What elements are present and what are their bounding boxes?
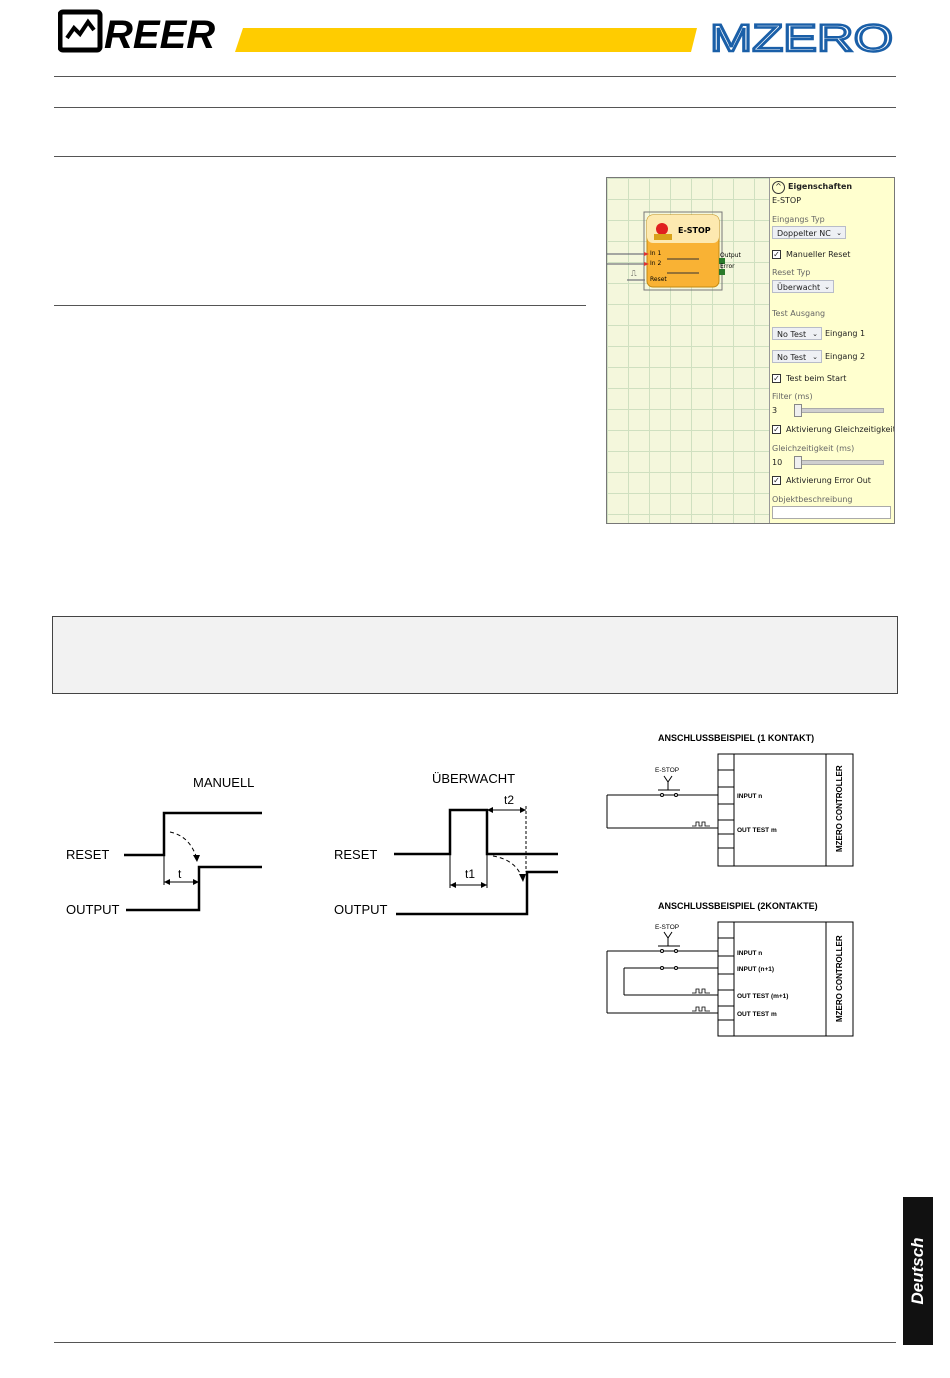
section-rule-top xyxy=(54,107,896,108)
chevron-down-icon: ⌄ xyxy=(812,353,818,361)
reset-type-select[interactable]: Überwacht ⌄ xyxy=(772,280,834,293)
estop-input-reset: Reset xyxy=(650,276,667,283)
wiring-2-out-test-1: OUT TEST (m+1) xyxy=(737,993,788,1000)
svg-text:⎍: ⎍ xyxy=(631,269,637,278)
test-output-label: Test Ausgang xyxy=(772,309,826,318)
manual-reset-signal xyxy=(124,811,262,857)
simultaneity-checkbox[interactable]: ✓ xyxy=(772,425,781,434)
simultaneity-slider-track[interactable] xyxy=(796,460,884,465)
monitored-t1-label: t1 xyxy=(465,867,475,881)
language-tab: Deutsch xyxy=(903,1197,933,1345)
reer-logo: REER xyxy=(58,9,215,54)
wiring-1-switch: E-STOP xyxy=(655,767,679,774)
note-box xyxy=(52,616,898,694)
header-rule xyxy=(54,76,896,77)
timing-diagram-manual: MANUELL RESET OUTPUT t xyxy=(66,775,262,917)
wiring-1-input: INPUT n xyxy=(737,793,762,800)
filter-value: 3 xyxy=(772,406,778,415)
wiring-1-out-test: OUT TEST m xyxy=(737,827,777,834)
manual-output-label: OUTPUT xyxy=(66,902,120,917)
estop-properties-screenshot: ⎍ E-STOP In 1 In 2 Reset Output Error ^ … xyxy=(606,177,895,524)
logic-canvas: ⎍ E-STOP In 1 In 2 Reset Output Error xyxy=(607,178,769,523)
filter-slider-thumb[interactable] xyxy=(794,404,802,417)
monitored-output-label: OUTPUT xyxy=(334,902,388,917)
wiring-1-controller: MZERO CONTROLLER xyxy=(835,765,844,852)
input-type-select[interactable]: Doppelter NC ⌄ xyxy=(772,226,846,239)
estop-output: Output xyxy=(720,252,741,259)
test-start-checkbox[interactable]: ✓ xyxy=(772,374,781,383)
reset-type-value: Überwacht xyxy=(777,283,821,292)
estop-error: Error xyxy=(720,263,735,270)
wiring-2-title: ANSCHLUSSBEISPIEL (2KONTAKTE) xyxy=(658,901,818,911)
manual-output-signal xyxy=(126,865,262,912)
monitored-t2-label: t2 xyxy=(504,793,514,807)
wiring-example-1: ANSCHLUSSBEISPIEL (1 KONTAKT) INPUT n OU… xyxy=(606,733,854,867)
subsection-rule xyxy=(54,305,586,306)
monitored-reset-label: RESET xyxy=(334,847,377,862)
simultaneity-enable-label: Aktivierung Gleichzeitigkeit xyxy=(786,425,895,434)
svg-text:MZERO: MZERO xyxy=(710,20,893,54)
properties-header: Eigenschaften xyxy=(788,182,853,191)
header-yellow-bar xyxy=(235,28,697,52)
test-output-1-label: Eingang 1 xyxy=(825,329,866,338)
wiring-2-input-2: INPUT (n+1) xyxy=(737,966,774,973)
description-input[interactable] xyxy=(772,506,891,519)
monitored-output-signal xyxy=(396,870,558,916)
test-output-1-select[interactable]: No Test ⌄ xyxy=(772,327,822,340)
manual-reset-label: Manueller Reset xyxy=(786,250,851,259)
object-name: E-STOP xyxy=(772,196,802,205)
monitored-reset-signal xyxy=(394,808,558,856)
properties-panel: ^ Eigenschaften E-STOP Eingangs Typ Dopp… xyxy=(769,178,895,523)
controller-box-1 xyxy=(717,753,854,867)
controller-box-2 xyxy=(717,921,854,1037)
language-tab-label: Deutsch xyxy=(908,1237,927,1305)
section-rule-bottom xyxy=(54,156,896,157)
test-start-label: Test beim Start xyxy=(786,374,847,383)
svg-text:REER: REER xyxy=(104,13,215,54)
test-output-1-value: No Test xyxy=(777,330,807,339)
timing-diagram-monitored: ÜBERWACHT RESET OUTPUT t1 t2 xyxy=(334,771,558,917)
collapse-icon[interactable]: ^ xyxy=(772,181,785,194)
estop-block-title: E-STOP xyxy=(678,226,711,235)
input-type-label: Eingangs Typ xyxy=(772,215,825,224)
manual-reset-checkbox[interactable]: ✓ xyxy=(772,250,781,259)
reset-type-label: Reset Typ xyxy=(772,268,811,277)
chevron-down-icon: ⌄ xyxy=(836,229,842,237)
test-output-2-label: Eingang 2 xyxy=(825,352,866,361)
error-out-checkbox[interactable]: ✓ xyxy=(772,476,781,485)
description-label: Objektbeschreibung xyxy=(772,495,853,504)
manual-reset-label: RESET xyxy=(66,847,109,862)
mzero-logo: MZERO xyxy=(710,20,894,54)
manual-t-label: t xyxy=(178,867,182,881)
wiring-example-2: ANSCHLUSSBEISPIEL (2KONTAKTE) INPUT n IN… xyxy=(606,901,854,1037)
estop-input-1: In 1 xyxy=(650,250,662,257)
filter-label: Filter (ms) xyxy=(772,392,813,401)
error-out-label: Aktivierung Error Out xyxy=(786,476,871,485)
filter-slider-track[interactable] xyxy=(796,408,884,413)
chevron-down-icon: ⌄ xyxy=(812,330,818,338)
simultaneity-value: 10 xyxy=(772,458,783,467)
simultaneity-label: Gleichzeitigkeit (ms) xyxy=(772,444,855,453)
wiring-1-title: ANSCHLUSSBEISPIEL (1 KONTAKT) xyxy=(658,733,814,743)
wiring-2-switch: E-STOP xyxy=(655,924,679,931)
footer-rule xyxy=(54,1342,896,1343)
manual-title: MANUELL xyxy=(193,775,254,790)
wiring-2-input-1: INPUT n xyxy=(737,950,762,957)
input-type-value: Doppelter NC xyxy=(777,229,831,238)
chevron-down-icon: ⌄ xyxy=(824,283,830,291)
estop-input-2: In 2 xyxy=(650,260,662,267)
test-output-2-value: No Test xyxy=(777,353,807,362)
wiring-2-out-test-2: OUT TEST m xyxy=(737,1011,777,1018)
simultaneity-slider-thumb[interactable] xyxy=(794,456,802,469)
monitored-title: ÜBERWACHT xyxy=(432,771,515,786)
test-output-2-select[interactable]: No Test ⌄ xyxy=(772,350,822,363)
wiring-2-controller: MZERO CONTROLLER xyxy=(835,935,844,1022)
